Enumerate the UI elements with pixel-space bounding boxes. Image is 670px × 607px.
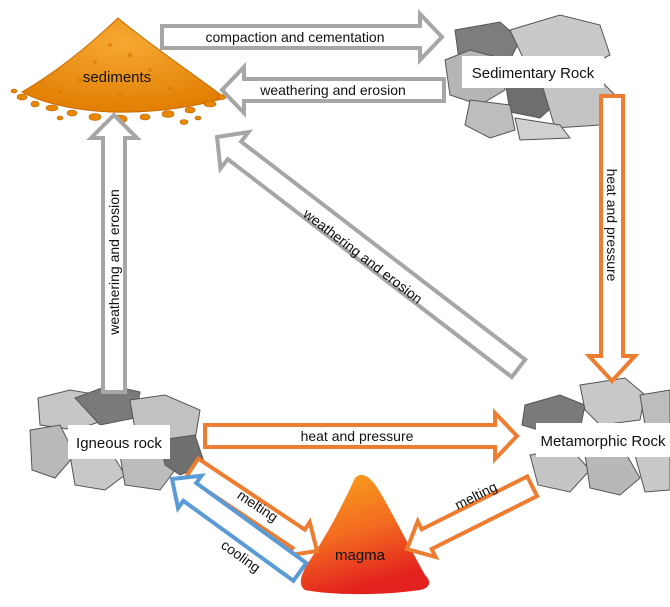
arrow-weathering-left [86,112,142,394]
igneous-label-box [68,425,170,459]
sedimentary-label: Sedimentary Rock [472,65,595,82]
arrow-weathering-diagonal-label: weathering and erosion [300,205,426,307]
igneous-label: Igneous rock [76,435,162,452]
igneous-rock-icon [29,384,206,491]
arrow-weathering-top-label: weathering and erosion [259,82,406,98]
metamorphic-rock-icon [521,377,670,496]
arrow-compaction [160,9,445,65]
magma-icon [300,474,430,595]
metamorphic-label: Metamorphic Rock [540,433,666,450]
arrow-compaction-label: compaction and cementation [206,29,385,45]
arrow-heat-pressure-right-label: heat and pressure [301,428,414,444]
arrow-heat-pressure-down-label: heat and pressure [604,169,620,282]
arrow-weathering-left-label: weathering and erosion [106,189,122,336]
arrow-weathering-top [219,62,446,118]
sedimentary-label-box [462,56,604,88]
sediments-label: sediments [83,69,151,86]
arrow-heat-pressure-down [584,94,640,384]
metamorphic-label-box [536,423,670,457]
arrow-weathering-diagonal [214,129,528,380]
arrow-cooling [169,473,310,584]
arrow-melting-metamorphic [404,473,540,561]
magma-label: magma [335,547,386,564]
arrow-heat-pressure-right [203,408,520,464]
